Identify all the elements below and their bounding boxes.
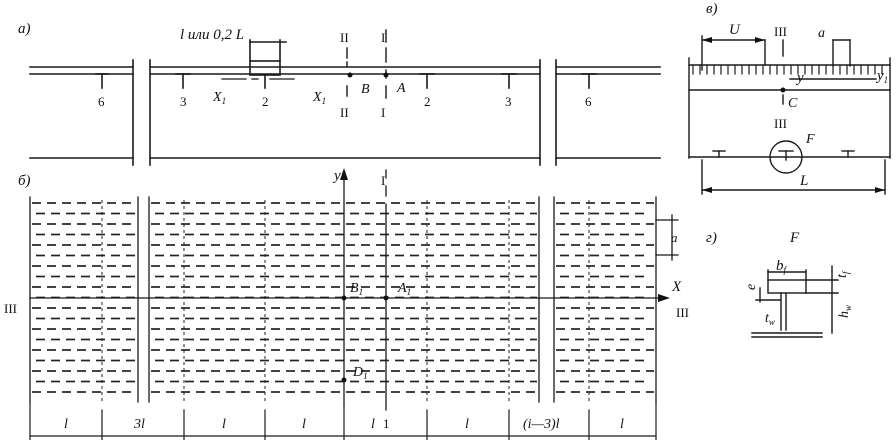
y-left-label: y	[795, 70, 804, 86]
section-III-left: III	[4, 301, 17, 316]
dim-L-arrow-right	[875, 187, 885, 193]
dim-l-2: l	[222, 417, 226, 432]
panel-g-label: г)	[706, 230, 717, 246]
panel-b-axes	[29, 169, 679, 411]
dim-U-label: U	[729, 22, 741, 38]
panel-b: б) y X I III III a	[4, 168, 689, 440]
panel-g-title: F	[789, 230, 800, 246]
panel-a-section-lines	[346, 29, 387, 99]
point-A-dot	[383, 72, 389, 78]
point-C-dot	[780, 87, 786, 93]
point-B-label: B	[361, 82, 370, 97]
panel-v-hatching	[692, 65, 883, 75]
h-w-label: hw	[837, 305, 853, 318]
x-axis-label: X	[671, 279, 682, 295]
detail-F-label: F	[805, 132, 815, 147]
panel-b-label: б)	[18, 173, 31, 189]
stiffener-label-6-left: 6	[98, 94, 105, 109]
dim-U-arrow-right	[755, 37, 765, 43]
y-axis-label: y	[332, 168, 341, 184]
x1-label-right: X1	[312, 90, 326, 106]
panel-a-stiffeners	[95, 39, 597, 89]
section-III-bottom: III	[774, 116, 787, 131]
dim-L-arrow-left	[702, 187, 712, 193]
stiffener-label-3-left: 3	[180, 94, 187, 109]
stiffener-label-2-left: 2	[262, 94, 269, 109]
stiffener-label-3-right: 3	[505, 94, 512, 109]
point-A-label: A	[396, 81, 406, 96]
dim-l-3: l	[302, 417, 306, 432]
point-B-dot	[347, 72, 353, 78]
dim-l-4: l	[371, 417, 375, 432]
point-A1-label: A1	[397, 281, 411, 297]
section-I-top: I	[381, 30, 385, 45]
panel-a: а)	[18, 21, 661, 166]
x1-label-left: X1	[212, 90, 226, 106]
section-I-label: I	[381, 173, 385, 188]
dim-i-3-l: (i—3)l	[523, 417, 560, 432]
t-f-label: tf	[835, 270, 851, 278]
dim-L-label: L	[799, 173, 808, 189]
point-B1-dot	[341, 295, 347, 301]
dim-a-v-label: a	[818, 26, 825, 41]
x-axis-arrow	[658, 294, 670, 302]
section-III-right: III	[676, 305, 689, 320]
b-f-label: bf	[776, 258, 788, 275]
t-w-label: tw	[765, 311, 775, 327]
e-label: e	[744, 284, 759, 290]
stiffener-label-2-right: 2	[424, 94, 431, 109]
panel-b-stiffener-grid	[32, 200, 654, 401]
dim-U-arrow-left	[702, 37, 712, 43]
y-axis-arrow	[340, 168, 348, 180]
point-B1-label: B1	[350, 281, 363, 297]
point-D1-label: D1	[352, 365, 368, 381]
panel-v: в)	[688, 1, 891, 195]
y1-right-label: y1	[875, 68, 888, 85]
panel-v-label: в)	[706, 1, 718, 17]
point-A1-dot	[383, 295, 389, 301]
dim-1: 1	[383, 416, 390, 431]
panel-v-frame	[688, 35, 891, 195]
point-D1-dot	[341, 377, 347, 383]
panel-a-label: а)	[18, 21, 31, 37]
section-III-top: III	[774, 24, 787, 39]
dim-a-label: a	[671, 230, 678, 245]
dim-l-5: l	[465, 417, 469, 432]
dim-l-1: l	[64, 417, 68, 432]
section-I-bottom: I	[381, 105, 385, 120]
panel-b-dimension-line	[29, 401, 657, 440]
panel-b-segment-borders	[29, 196, 657, 403]
panel-g-section	[751, 265, 839, 338]
dim-3l: 3l	[133, 417, 145, 432]
section-II-top: II	[340, 30, 349, 45]
panel-a-flange	[29, 59, 661, 166]
stiffener-label-6-right: 6	[585, 94, 592, 109]
point-C-label: C	[788, 96, 798, 111]
panel-g: г) F bf tf e hw tw	[706, 230, 853, 338]
section-II-bottom: II	[340, 105, 349, 120]
dim-l-6: l	[620, 417, 624, 432]
panel-a-dim-note: l или 0,2 L	[180, 27, 244, 43]
